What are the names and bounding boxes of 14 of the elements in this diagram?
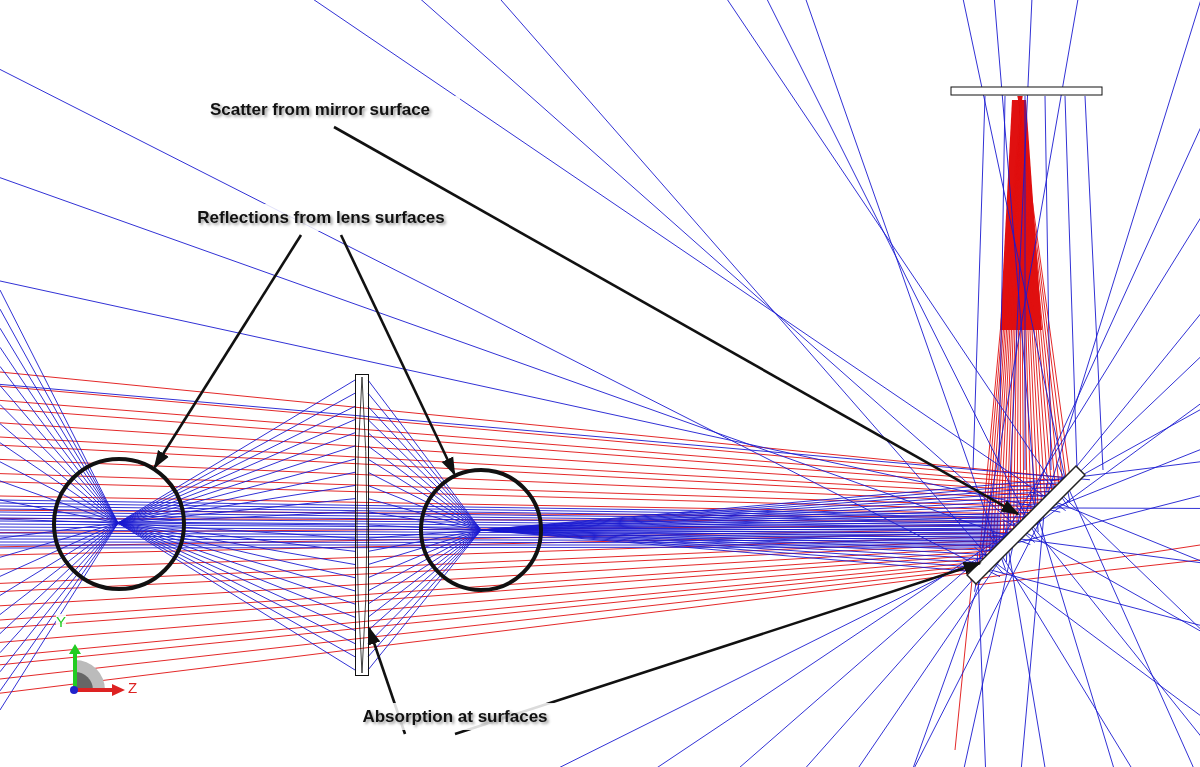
leader-arrow (333, 125, 1020, 516)
callout-text: Scatter from mirror surface (208, 99, 432, 121)
callout-text: Absorption at surfaces (361, 706, 549, 728)
highlight-circle (52, 457, 186, 591)
leader-arrow (367, 626, 407, 735)
callout-text: Reflections from lens surfaces (196, 207, 446, 229)
highlight-circle (419, 468, 543, 592)
leader-arrow (454, 561, 982, 736)
axis-label: Z (128, 680, 138, 695)
mirror (966, 464, 1086, 586)
leader-arrow (153, 234, 303, 469)
lens (355, 374, 369, 676)
axis-label: Y (56, 614, 66, 629)
leader-arrow (339, 234, 456, 476)
